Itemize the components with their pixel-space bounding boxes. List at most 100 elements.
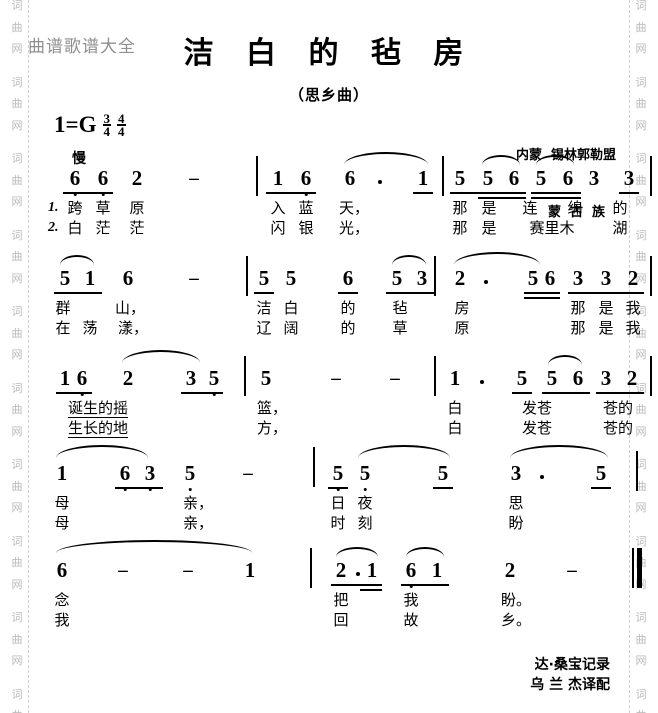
lyric: 是 <box>481 219 497 237</box>
lyric: 的 <box>340 299 356 317</box>
watermark-char: 曲 <box>11 403 23 416</box>
lyric: 我 <box>625 319 641 337</box>
watermark-char: 词 <box>635 0 647 12</box>
lyric: 山， <box>114 299 146 317</box>
slur <box>122 350 200 363</box>
lyric: 原 <box>454 319 470 337</box>
tempo-marking: 慢 <box>72 151 86 167</box>
barline <box>650 356 652 396</box>
lyric: 故 <box>403 611 419 629</box>
lyric: 刻 <box>357 514 373 532</box>
lyric: 发苍 <box>521 419 553 437</box>
lyric: 盼。 <box>500 591 532 609</box>
key-label: 1=G <box>54 112 97 137</box>
watermark-char: 词 <box>11 458 23 471</box>
watermark-char: 网 <box>11 424 23 438</box>
lyric: 念 <box>54 591 70 609</box>
lyric: 阔 <box>283 319 299 337</box>
watermark-char: 词 <box>635 305 647 318</box>
note: 6 <box>572 366 584 390</box>
barline <box>442 156 444 196</box>
beam <box>386 292 434 294</box>
lyric: 生长的地 <box>67 419 129 438</box>
note: 1 <box>417 166 429 190</box>
watermark-char: 词 <box>635 687 647 701</box>
watermark-char: 曲 <box>635 326 647 340</box>
watermark-char: 曲 <box>635 250 647 263</box>
time-signature-1: 3 4 <box>102 112 111 138</box>
beam <box>531 197 581 199</box>
note: 1 <box>449 366 461 390</box>
augmentation-dot <box>378 180 382 184</box>
watermark-char: 网 <box>635 42 647 55</box>
lyric: 漾， <box>117 319 149 337</box>
watermark-char: 词 <box>11 75 23 89</box>
barline <box>650 156 652 196</box>
watermark-char: 曲 <box>635 632 647 646</box>
note-dash: – <box>567 560 577 581</box>
lyric: 乡。 <box>500 611 532 629</box>
watermark-char: 曲 <box>11 479 23 493</box>
watermark-char: 曲 <box>635 173 647 187</box>
watermark-char: 曲 <box>2 710 32 713</box>
note: 1 <box>431 558 443 582</box>
note: 5 <box>482 166 494 190</box>
watermark-char: 词 <box>635 75 647 89</box>
lyric: 母 <box>54 494 70 512</box>
augmentation-dot <box>484 280 488 284</box>
lyric: 草 <box>392 319 408 337</box>
note: 3 <box>623 166 635 190</box>
augmentation-dot <box>540 475 544 479</box>
lyric: 篮， <box>256 399 288 417</box>
barline <box>434 256 436 296</box>
watermark-char: 网 <box>635 424 647 438</box>
lyric: 的 <box>612 199 628 217</box>
watermark-char: 曲 <box>11 20 23 34</box>
lyric: 白 <box>283 299 299 317</box>
note: 6 <box>508 166 520 190</box>
note: 5 <box>332 461 344 491</box>
lyric: 入 <box>270 199 286 217</box>
lyric: 在 <box>55 319 71 337</box>
watermark-char: 网 <box>635 118 647 132</box>
beam <box>568 292 644 294</box>
staff-4: 1 6 3 5 – 5 5 5 3 5 母 亲， 日 夜 思 盼 母 亲， 时 … <box>0 445 658 558</box>
note: 2 <box>454 266 466 290</box>
beam <box>512 392 532 394</box>
barline <box>310 548 312 588</box>
time-signature-2: 4 4 <box>117 112 126 138</box>
note: 5 <box>184 461 196 491</box>
barline <box>256 156 258 196</box>
lyric: 群 <box>55 299 71 317</box>
lyric: 盼 <box>508 514 524 532</box>
watermark-char: 词 <box>11 228 23 242</box>
barline <box>636 451 638 491</box>
slur <box>482 155 520 165</box>
lyric: 房 <box>454 299 470 317</box>
note: 6 <box>76 366 88 396</box>
watermark-char: 网 <box>11 501 23 514</box>
page-subtitle: （思乡曲） <box>288 86 369 104</box>
credit-translator: 乌 兰 杰译配 <box>530 677 610 693</box>
note: 2 <box>131 166 143 190</box>
note-dash: – <box>118 560 128 581</box>
note: 5 <box>359 461 371 491</box>
watermark-char: 词 <box>11 381 23 395</box>
note: 3 <box>510 461 522 485</box>
lyric: 那 <box>452 219 468 237</box>
beam <box>596 392 644 394</box>
note: 6 <box>119 461 131 491</box>
slur <box>548 355 582 365</box>
watermark-char: 网 <box>635 195 647 208</box>
lyric: 辽 <box>256 319 272 337</box>
lyric: 是 <box>598 319 614 337</box>
lyric: 亲， <box>182 494 214 512</box>
note: 6 <box>544 266 556 290</box>
watermark-char: 曲 <box>635 403 647 416</box>
watermark-char: 网 <box>635 501 647 514</box>
watermark-char: 词 <box>11 305 23 318</box>
note: 5 <box>260 366 272 390</box>
beam <box>619 192 639 194</box>
watermark-char: 词 <box>635 458 647 471</box>
page-title: 洁 白 的 毡 房 <box>183 36 475 71</box>
